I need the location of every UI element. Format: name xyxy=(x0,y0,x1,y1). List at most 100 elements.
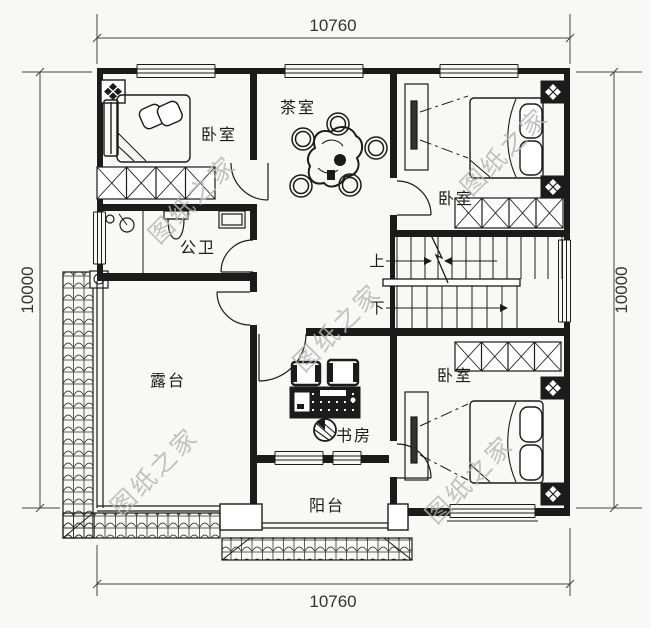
tv-cabinet xyxy=(404,391,469,481)
pillow xyxy=(519,103,543,139)
window-bathroom xyxy=(92,211,108,265)
floor-drain xyxy=(119,217,135,233)
balcony-tile-strip xyxy=(221,537,413,561)
bathroom-fixtures xyxy=(105,208,246,273)
dimension-left: 10000 xyxy=(18,67,92,513)
blanket-curve xyxy=(469,98,517,178)
wall-bathroom-bottom xyxy=(97,273,257,281)
wall-tearoom-bedroomTR xyxy=(390,68,397,230)
balcony-pillar-left xyxy=(219,503,263,531)
bed xyxy=(469,97,544,179)
study-furniture xyxy=(289,358,361,442)
nightstand-lamp xyxy=(540,376,566,400)
tv-sightlines xyxy=(419,403,469,481)
wall-bathroom-right xyxy=(250,211,257,240)
tv xyxy=(410,100,418,150)
window-top-bedroomTR xyxy=(439,63,519,79)
tile-corner-marks xyxy=(62,512,413,561)
window-top-bedroomTL xyxy=(136,63,216,79)
tea-table-pot xyxy=(334,154,346,166)
stairs-up-label: 上 xyxy=(369,253,384,270)
balcony-rail xyxy=(262,522,388,529)
window-bedroomBR xyxy=(447,503,538,522)
pillow xyxy=(519,406,543,443)
dimension-annotations: 10760 10760 10000 10000 xyxy=(18,14,642,611)
dimension-bottom: 10760 xyxy=(92,528,575,611)
dimension-right: 10000 xyxy=(576,67,642,513)
computer-desk xyxy=(289,386,361,419)
blanket-fold xyxy=(117,132,147,162)
sink xyxy=(218,208,246,229)
room-label-study: 书房 xyxy=(336,427,372,445)
bed-headboard xyxy=(103,99,119,157)
bed xyxy=(469,400,544,484)
bed xyxy=(103,94,191,163)
terrace-bottom-rail xyxy=(97,505,220,512)
watermark-text: 图纸之家 xyxy=(105,422,204,521)
railings xyxy=(96,281,409,531)
dimension-left-value: 10000 xyxy=(18,266,37,313)
room-label-bedroom-top-right: 卧室 xyxy=(438,190,474,208)
shower-arm xyxy=(118,213,128,226)
stairs-up-arrow xyxy=(386,257,497,265)
wardrobe xyxy=(454,341,562,372)
door-gap-bedroomTR xyxy=(389,178,398,215)
door-bedroom-bottom-right xyxy=(396,443,432,479)
stairs xyxy=(382,232,563,328)
room-label-bedroom-bottom-right: 卧室 xyxy=(437,367,473,385)
window-stairwell xyxy=(557,239,573,323)
stairs-lower-treads xyxy=(396,286,518,328)
bedroom-top-left-furniture xyxy=(96,79,216,200)
wall-bedroomBR-left xyxy=(390,336,397,508)
bed-mattress xyxy=(116,94,191,163)
wall-terrace-right xyxy=(250,325,257,512)
dimension-top-value: 10760 xyxy=(309,16,356,35)
swivel-chair xyxy=(313,418,337,442)
room-label-balcony: 阳台 xyxy=(309,497,345,515)
dimension-bottom-value: 10760 xyxy=(309,592,356,611)
stairs-down-label: 下 xyxy=(369,300,384,317)
nightstand-lamp xyxy=(540,175,566,199)
wardrobe xyxy=(96,166,216,200)
desk-chair xyxy=(290,360,322,387)
window-study-1 xyxy=(274,450,324,466)
desk-chair xyxy=(326,358,360,387)
terrace-left-rail xyxy=(96,281,104,508)
room-labels: 卧室 茶室 卧室 公卫 露台 书房 卧室 阳台 上 下 xyxy=(150,99,474,515)
room-label-terrace: 露台 xyxy=(150,372,186,390)
blanket-curve xyxy=(469,401,517,483)
tea-table-cup xyxy=(327,170,335,180)
door-gap-bedroomBR xyxy=(389,441,398,477)
windows xyxy=(92,63,573,522)
tv xyxy=(410,416,418,464)
tv-sightlines xyxy=(419,95,469,159)
wardrobe xyxy=(454,197,564,229)
stairs-break-line xyxy=(429,232,449,284)
dimension-right-value: 10000 xyxy=(612,266,631,313)
keyboard xyxy=(320,390,346,396)
door-terrace xyxy=(216,291,251,326)
dimension-top: 10760 xyxy=(92,14,575,64)
toilet xyxy=(163,210,189,240)
watermark-text: 图纸之家 xyxy=(143,150,242,249)
room-label-bathroom: 公卫 xyxy=(180,240,216,257)
pillow xyxy=(519,444,543,481)
bedroom-bottom-right-furniture xyxy=(404,341,566,506)
stairs-down-arrow xyxy=(386,304,508,312)
nightstand-lamp xyxy=(100,79,126,104)
tea-stools xyxy=(289,112,388,198)
door-bathroom xyxy=(220,239,254,273)
pillow xyxy=(156,100,183,127)
tea-room-furniture xyxy=(289,112,388,198)
terrace-bottom-tile-strip xyxy=(62,512,221,539)
wall-stairs-top xyxy=(390,230,567,237)
bed-mattress xyxy=(469,97,544,179)
shower-head xyxy=(105,214,115,224)
balcony-pillar-right xyxy=(387,503,409,531)
room-label-tea-room: 茶室 xyxy=(280,99,316,117)
door-bedroom-top-left xyxy=(230,162,269,201)
pillow xyxy=(519,140,543,176)
door-gap-bathroom xyxy=(249,240,258,272)
wall-bedroomTL-tearoom xyxy=(250,68,257,160)
